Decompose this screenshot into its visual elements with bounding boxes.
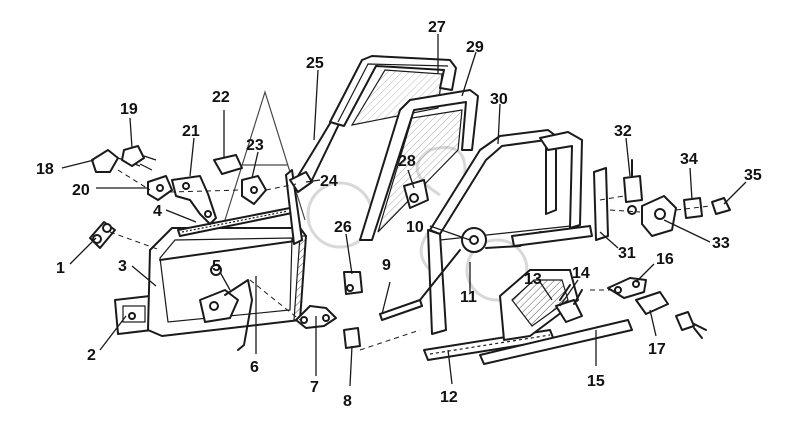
callout-22: 22 xyxy=(212,89,230,106)
callout-21: 21 xyxy=(182,123,200,140)
callout-28: 28 xyxy=(398,153,416,170)
part-34-striker xyxy=(683,197,703,219)
callout-20: 20 xyxy=(72,182,90,199)
callout-5: 5 xyxy=(212,258,221,275)
part-23-linkage xyxy=(241,175,267,205)
assembly-lines xyxy=(109,169,711,351)
part-26-clip xyxy=(343,271,363,295)
part-22-lock-rod-clip xyxy=(213,154,243,175)
callout-10: 10 xyxy=(406,219,424,236)
part-24-pivot xyxy=(289,171,313,193)
callout-16: 16 xyxy=(656,251,674,268)
callout-7: 7 xyxy=(310,379,319,396)
part-2-handle-trim xyxy=(114,295,153,335)
callout-26: 26 xyxy=(334,219,352,236)
part-33-door-latch xyxy=(641,195,677,237)
part-29-window-glass xyxy=(359,89,479,241)
callout-35: 35 xyxy=(744,167,762,184)
part-1-hinge-pin xyxy=(89,221,116,249)
callout-32: 32 xyxy=(614,123,632,140)
callout-34: 34 xyxy=(680,151,698,168)
callout-24: 24 xyxy=(320,173,338,190)
part-14-latch xyxy=(555,284,583,323)
part-28-bracket xyxy=(403,179,429,209)
callout-23: 23 xyxy=(246,137,264,154)
callout-6: 6 xyxy=(250,359,259,376)
callout-14: 14 xyxy=(572,265,590,282)
part-21-lock-plate xyxy=(171,175,217,225)
part-31-window-guide xyxy=(593,167,609,241)
part-3-door-trim-panel xyxy=(147,227,307,337)
callout-4: 4 xyxy=(153,203,162,220)
callout-labels: 1 2 3 4 5 6 7 8 9 10 11 12 13 14 15 16 1… xyxy=(36,19,762,410)
callout-3: 3 xyxy=(118,258,127,275)
part-13-inner-frame xyxy=(499,269,579,341)
callout-18: 18 xyxy=(36,161,54,178)
callout-9: 9 xyxy=(382,257,391,274)
part-9-rod xyxy=(379,299,423,321)
callout-17: 17 xyxy=(648,341,666,358)
callout-8: 8 xyxy=(343,393,352,410)
callout-30: 30 xyxy=(490,91,508,108)
callout-27: 27 xyxy=(428,19,446,36)
callout-1: 1 xyxy=(56,260,65,277)
callout-13: 13 xyxy=(524,271,542,288)
part-32-lock-actuator xyxy=(623,159,643,215)
callout-31: 31 xyxy=(618,245,636,262)
part-11-regulator-arm xyxy=(485,225,593,249)
part-15-lower-strip xyxy=(479,319,633,365)
callout-28-29: 29 xyxy=(466,39,484,56)
part-10-regulator-gear xyxy=(419,227,487,301)
part-20-bracket xyxy=(147,175,173,201)
leader-lines xyxy=(61,34,747,387)
part-16-outer-handle xyxy=(607,277,647,299)
part-19-knob xyxy=(121,145,157,171)
callout-33: 33 xyxy=(712,235,730,252)
callout-15: 15 xyxy=(587,373,605,390)
callout-19: 19 xyxy=(120,101,138,118)
part-6-inner-panel xyxy=(159,239,303,261)
part-17-lock-cylinder xyxy=(635,291,707,339)
callout-25: 25 xyxy=(306,55,324,72)
part-5-window-regulator xyxy=(199,264,253,351)
callout-2: 2 xyxy=(87,347,96,364)
callout-12: 12 xyxy=(440,389,458,406)
callout-11: 11 xyxy=(460,289,477,306)
part-8-lock-clip xyxy=(343,327,361,349)
